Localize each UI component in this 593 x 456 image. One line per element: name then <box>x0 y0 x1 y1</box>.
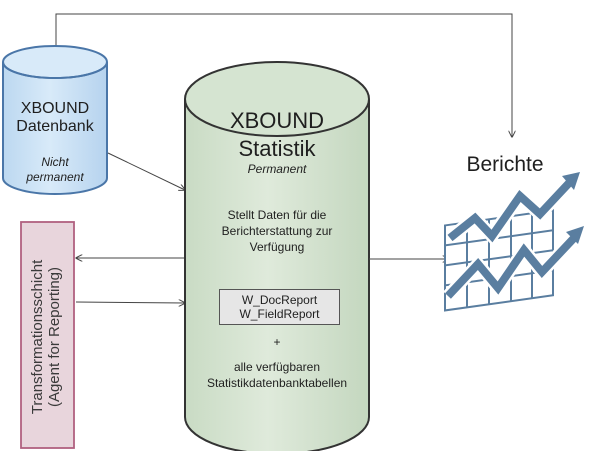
plus-sign: + <box>273 335 281 349</box>
report-name-1: W_DocReport <box>241 293 318 307</box>
db-title-2: Datenbank <box>16 118 94 135</box>
xbound-db-cylinder <box>2 45 108 195</box>
statistik-tables-2: Statistikdatenbanktabellen <box>206 376 348 390</box>
statistik-subtitle: Permanent <box>247 162 307 176</box>
statistik-title-2: Statistik <box>238 136 316 161</box>
statistik-title-1: XBOUND <box>229 108 325 133</box>
connector-transformation-to-statistik <box>75 302 185 303</box>
statistik-desc-2: Berichterstattung zur <box>221 224 333 238</box>
transformation-label-2: (Agent for Reporting) <box>46 266 63 408</box>
connector-db-to-berichte <box>55 13 512 137</box>
transformation-box <box>20 221 75 449</box>
statistik-desc-1: Stellt Daten für die <box>227 208 327 222</box>
report-name-2: W_FieldReport <box>239 307 320 321</box>
chart-report-icon <box>443 172 584 312</box>
transformation-label-1: Transformationsschicht <box>29 259 46 415</box>
statistik-cylinder <box>184 61 370 455</box>
berichte-label: Berichte <box>466 153 544 176</box>
db-subtitle-1: Nicht <box>41 155 69 169</box>
db-title-1: XBOUND <box>20 100 90 117</box>
connector-db-to-statistik <box>107 152 185 190</box>
statistik-desc-3: Verfügung <box>249 240 305 254</box>
statistik-tables-1: alle verfügbaren <box>233 360 321 374</box>
db-subtitle-2: permanent <box>26 170 84 184</box>
report-table-box: W_DocReport W_FieldReport <box>219 289 340 325</box>
transformation-label: Transformationsschicht (Agent for Report… <box>16 226 76 448</box>
